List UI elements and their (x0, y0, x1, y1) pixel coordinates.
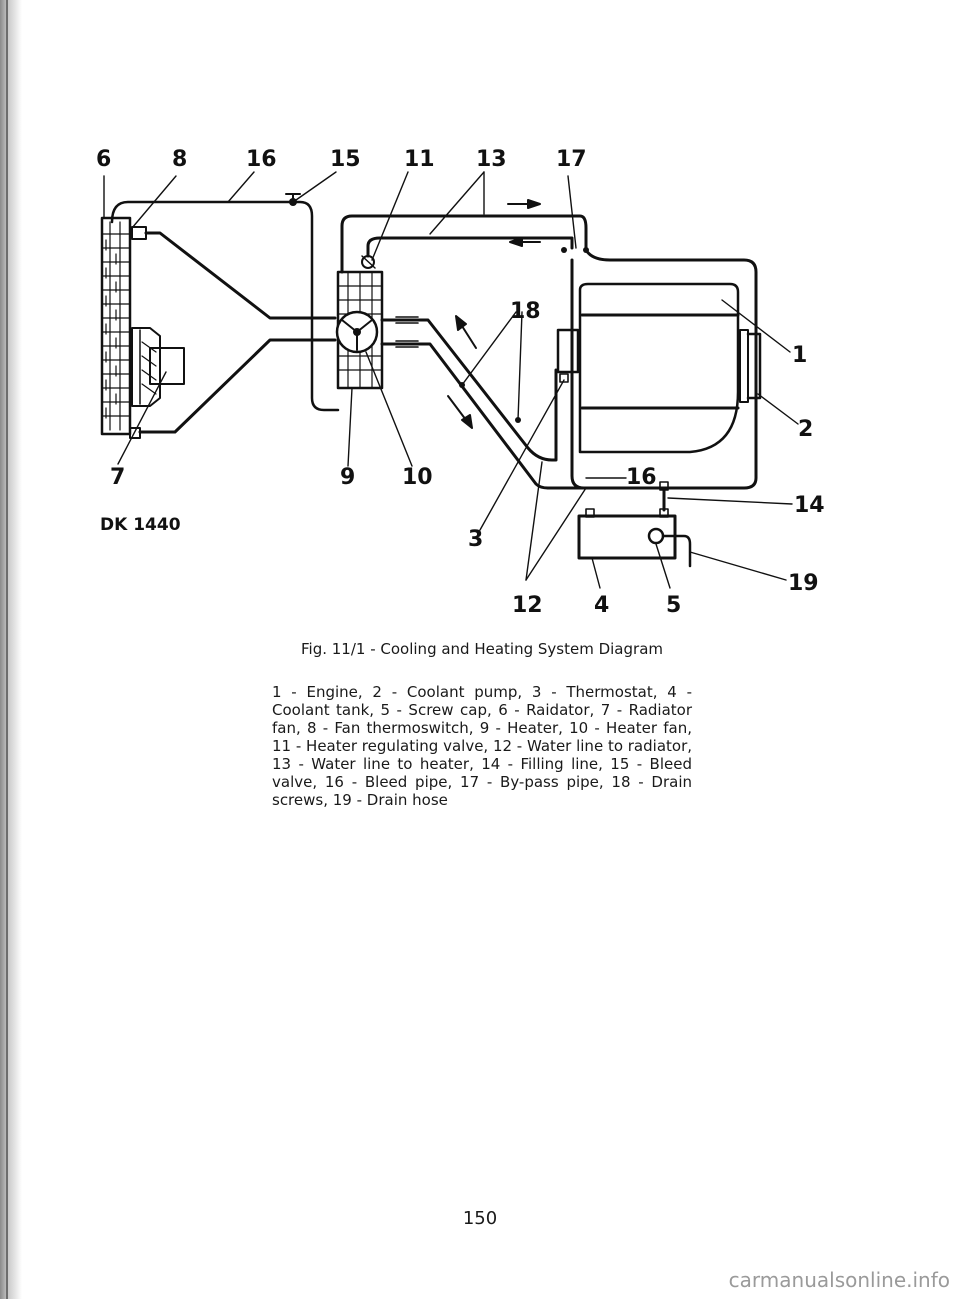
cooling-system-diagram: 6 8 16 15 11 13 17 18 1 2 7 9 10 16 14 3… (96, 147, 825, 618)
drain-hose (661, 534, 692, 568)
callout-17: 17 (556, 147, 587, 172)
screw-cap (647, 527, 665, 545)
hose-radiator-bottom (138, 338, 337, 434)
callout-1: 1 (792, 343, 807, 368)
figure-legend: 1 - Engine, 2 - Coolant pump, 3 - Thermo… (272, 683, 692, 809)
heater-fan (335, 310, 379, 354)
callout-4: 4 (594, 593, 609, 618)
callout-9: 9 (340, 465, 355, 490)
callout-3: 3 (468, 527, 483, 552)
page-number: 150 (462, 1208, 498, 1229)
filling-line (546, 486, 666, 512)
callout-15: 15 (330, 147, 361, 172)
callout-16-top: 16 (246, 147, 277, 172)
coolant-tank (577, 508, 677, 560)
watermark: carmanualsonline.info (728, 1268, 950, 1292)
callout-12: 12 (512, 593, 543, 618)
flow-arrows (447, 199, 541, 429)
leader-lines (103, 171, 799, 589)
callout-13: 13 (476, 147, 507, 172)
heater-return-line (366, 236, 574, 258)
heater-feed-line (340, 214, 588, 274)
callout-18: 18 (510, 299, 541, 324)
bleed-pipe (110, 200, 340, 412)
thermostat (556, 328, 580, 383)
callout-14: 14 (794, 493, 825, 518)
hose-radiator-top (144, 231, 337, 320)
water-line-to-radiator-upper (380, 318, 558, 462)
radiator (100, 216, 132, 436)
figure-title: Fig. 11/1 - Cooling and Heating System D… (301, 640, 663, 658)
callout-2: 2 (798, 417, 813, 442)
callout-10: 10 (402, 465, 433, 490)
callout-5: 5 (666, 593, 681, 618)
callout-7: 7 (110, 465, 125, 490)
coolant-pump (739, 329, 762, 403)
callout-8: 8 (172, 147, 187, 172)
binding-shadow (0, 0, 22, 1299)
engine (570, 248, 758, 490)
callout-11: 11 (404, 147, 435, 172)
binding-edge-line (6, 0, 8, 1299)
radiator-fan (131, 327, 185, 407)
bleed-valve (285, 193, 301, 206)
diagram-code: DK 1440 (100, 515, 181, 535)
callout-19: 19 (788, 571, 819, 596)
callout-6: 6 (96, 147, 111, 172)
callout-16-bottom: 16 (626, 465, 657, 490)
